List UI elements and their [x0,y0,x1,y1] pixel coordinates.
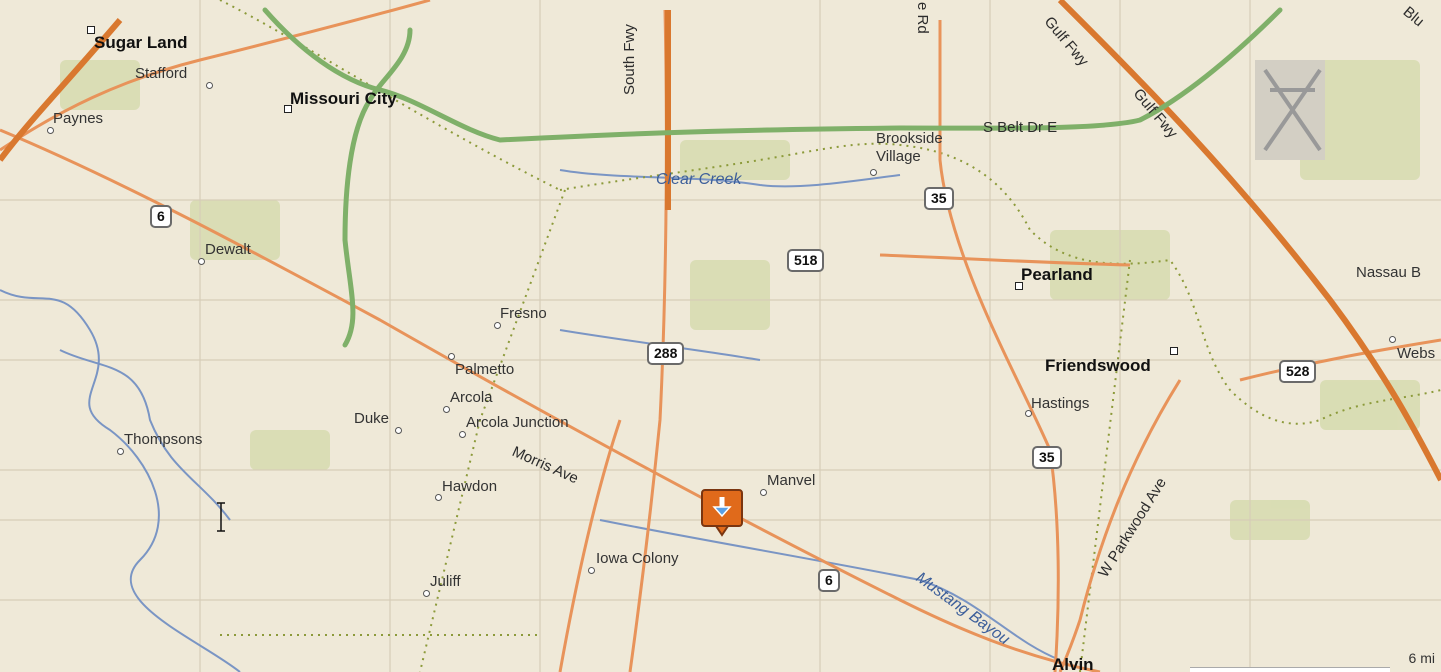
place-hastings[interactable]: Hastings [1031,395,1090,412]
juliff-marker [423,590,430,597]
place-nassau-bay[interactable]: Nassau B [1356,264,1422,281]
place-fresno[interactable]: Fresno [500,305,547,322]
brookside-marker [870,169,877,176]
webster-marker [1389,336,1396,343]
duke-marker [395,427,402,434]
location-pin-icon[interactable] [700,488,744,538]
hastings-marker [1025,410,1032,417]
place-duke[interactable]: Duke [354,410,390,427]
interstate-highways [0,0,1441,482]
place-pearland[interactable]: Pearland [1021,265,1093,284]
road-south-fwy: South Fwy [621,24,638,95]
scale-bar [1190,667,1390,672]
place-juliff[interactable]: Juliff [430,573,461,590]
pearland-marker [1015,282,1023,290]
place-alvin[interactable]: Alvin [1052,655,1094,672]
tollways [262,7,1283,348]
shield-us-6-west: 6 [150,205,172,229]
place-stafford[interactable]: Stafford [135,65,188,82]
friendswood-marker [1170,347,1178,355]
shield-fm-528: 528 [1279,360,1317,384]
road-s-belt-dr-e: S Belt Dr E [983,119,1058,136]
place-dewalt[interactable]: Dewalt [205,241,251,258]
airport [1255,60,1325,160]
shield-sh-35-north: 35 [924,187,954,211]
stafford-marker [206,82,213,89]
dewalt-marker [198,258,205,265]
shield-us-6-east: 6 [818,569,840,593]
thompsons-marker [117,448,124,455]
place-paynes[interactable]: Paynes [53,110,104,127]
text-cursor-icon [217,502,225,532]
place-sugar-land[interactable]: Sugar Land [94,33,188,52]
place-friendswood[interactable]: Friendswood [1045,356,1151,375]
place-manvel[interactable]: Manvel [767,472,816,489]
water-clear-creek: Clear Creek [656,171,742,188]
place-hawdon[interactable]: Hawdon [442,478,498,495]
missouri-city-marker [284,105,292,113]
iowa-colony-marker [588,567,595,574]
place-arcola-junction[interactable]: Arcola Junction [466,414,569,431]
shield-sh-35-south: 35 [1032,446,1062,470]
place-arcola[interactable]: Arcola [450,389,493,406]
shield-fm-518: 518 [787,249,825,273]
sugar-land-marker [87,26,95,34]
waterways [0,169,1061,672]
road-rd-top: e Rd [914,2,931,34]
place-iowa-colony[interactable]: Iowa Colony [596,550,679,567]
arcola-marker [443,406,450,413]
place-webster[interactable]: Webs [1397,345,1436,362]
place-missouri-city[interactable]: Missouri City [290,89,397,108]
place-brookside-village[interactable]: Brookside Village [876,130,943,165]
paynes-marker [47,127,54,134]
palmetto-marker [448,353,455,360]
arcola-junction-marker [459,431,466,438]
place-thompsons[interactable]: Thompsons [124,431,203,448]
scale-label: 6 mi [1408,650,1435,666]
manvel-marker [760,489,767,496]
hawdon-marker [435,494,442,501]
place-palmetto[interactable]: Palmetto [455,361,515,378]
shield-sh-288: 288 [647,342,685,366]
park-areas [60,60,1420,540]
fresno-marker [494,322,501,329]
